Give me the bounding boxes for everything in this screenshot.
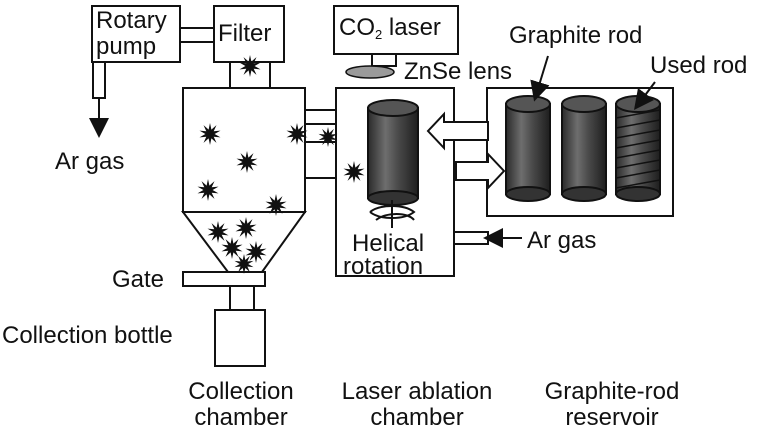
gate-plate bbox=[182, 271, 266, 287]
transfer-arrow-left bbox=[426, 111, 489, 151]
collection-chamber-body bbox=[182, 87, 306, 213]
laser-ablation-chamber-caption: Laser ablation chamber bbox=[322, 380, 512, 430]
transfer-arrow-right bbox=[455, 151, 506, 191]
collection-chamber-caption-line2: chamber bbox=[194, 404, 288, 431]
pump-filter-pipe bbox=[179, 27, 215, 43]
ar-gas-inlet-label: Ar gas bbox=[527, 227, 597, 254]
used-rod-pointer bbox=[634, 81, 656, 110]
chamber-link-bottom bbox=[304, 141, 338, 179]
laser-ablation-caption-line1: Laser ablation bbox=[341, 378, 493, 405]
soot-particle bbox=[239, 55, 261, 77]
soot-particle bbox=[221, 237, 243, 259]
gate-label: Gate bbox=[112, 266, 165, 293]
soot-particle bbox=[235, 217, 257, 239]
bottle-neck bbox=[229, 285, 255, 311]
reservoir-rod-1 bbox=[505, 95, 551, 202]
ablation-rod bbox=[367, 99, 419, 206]
graphite-rod-pointer bbox=[530, 55, 550, 102]
graphite-reservoir-caption-line2: reservoir bbox=[565, 404, 659, 431]
znse-lens bbox=[345, 65, 395, 79]
used-rod-label: Used rod bbox=[650, 52, 748, 79]
soot-particle bbox=[265, 194, 287, 216]
collection-bottle bbox=[214, 309, 266, 367]
ar-gas-outlet-label: Ar gas bbox=[55, 148, 125, 175]
co2-laser-label: CO2 laser bbox=[339, 14, 441, 42]
znse-lens-label: ZnSe lens bbox=[404, 58, 513, 85]
helical-label-line2: rotation bbox=[343, 253, 424, 280]
soot-particle bbox=[286, 123, 308, 145]
helical-rotation-symbol bbox=[369, 205, 416, 221]
soot-particle bbox=[343, 161, 365, 183]
soot-particle bbox=[236, 151, 258, 173]
reservoir-rod-2 bbox=[561, 95, 607, 202]
soot-particle bbox=[199, 123, 221, 145]
collection-chamber-caption-line1: Collection bbox=[188, 378, 294, 405]
soot-particle bbox=[197, 179, 219, 201]
pump-outlet-pipe bbox=[92, 61, 106, 99]
graphite-rod-reservoir-caption: Graphite-rod reservoir bbox=[522, 380, 702, 430]
rotary-pump-box bbox=[91, 5, 181, 63]
rotary-pump-label-line1: Rotary bbox=[96, 7, 167, 34]
used-rod bbox=[615, 95, 661, 202]
co2-laser-prefix: CO bbox=[339, 14, 375, 41]
filter-label: Filter bbox=[218, 20, 272, 47]
collection-chamber-caption: Collection chamber bbox=[168, 380, 314, 430]
soot-particle bbox=[245, 241, 267, 263]
chamber-link-top bbox=[304, 109, 338, 125]
laser-neck bbox=[371, 53, 397, 67]
co2-laser-box bbox=[333, 5, 459, 55]
filter-box bbox=[213, 5, 285, 63]
graphite-rod-label: Graphite rod bbox=[509, 22, 643, 49]
graphite-reservoir-caption-line1: Graphite-rod bbox=[544, 378, 680, 405]
rotary-pump-label-line2: pump bbox=[96, 33, 157, 60]
soot-particle bbox=[234, 254, 254, 274]
collection-bottle-label: Collection bottle bbox=[2, 322, 173, 349]
helical-label-line1: Helical bbox=[352, 230, 425, 257]
co2-laser-subscript: 2 bbox=[375, 27, 383, 42]
soot-particle bbox=[207, 221, 229, 243]
soot-particle bbox=[318, 127, 338, 147]
laser-ablation-caption-line2: chamber bbox=[370, 404, 464, 431]
co2-laser-suffix: laser bbox=[382, 14, 441, 41]
ar-gas-inlet-pipe bbox=[453, 231, 489, 245]
soot-particles bbox=[197, 55, 365, 274]
